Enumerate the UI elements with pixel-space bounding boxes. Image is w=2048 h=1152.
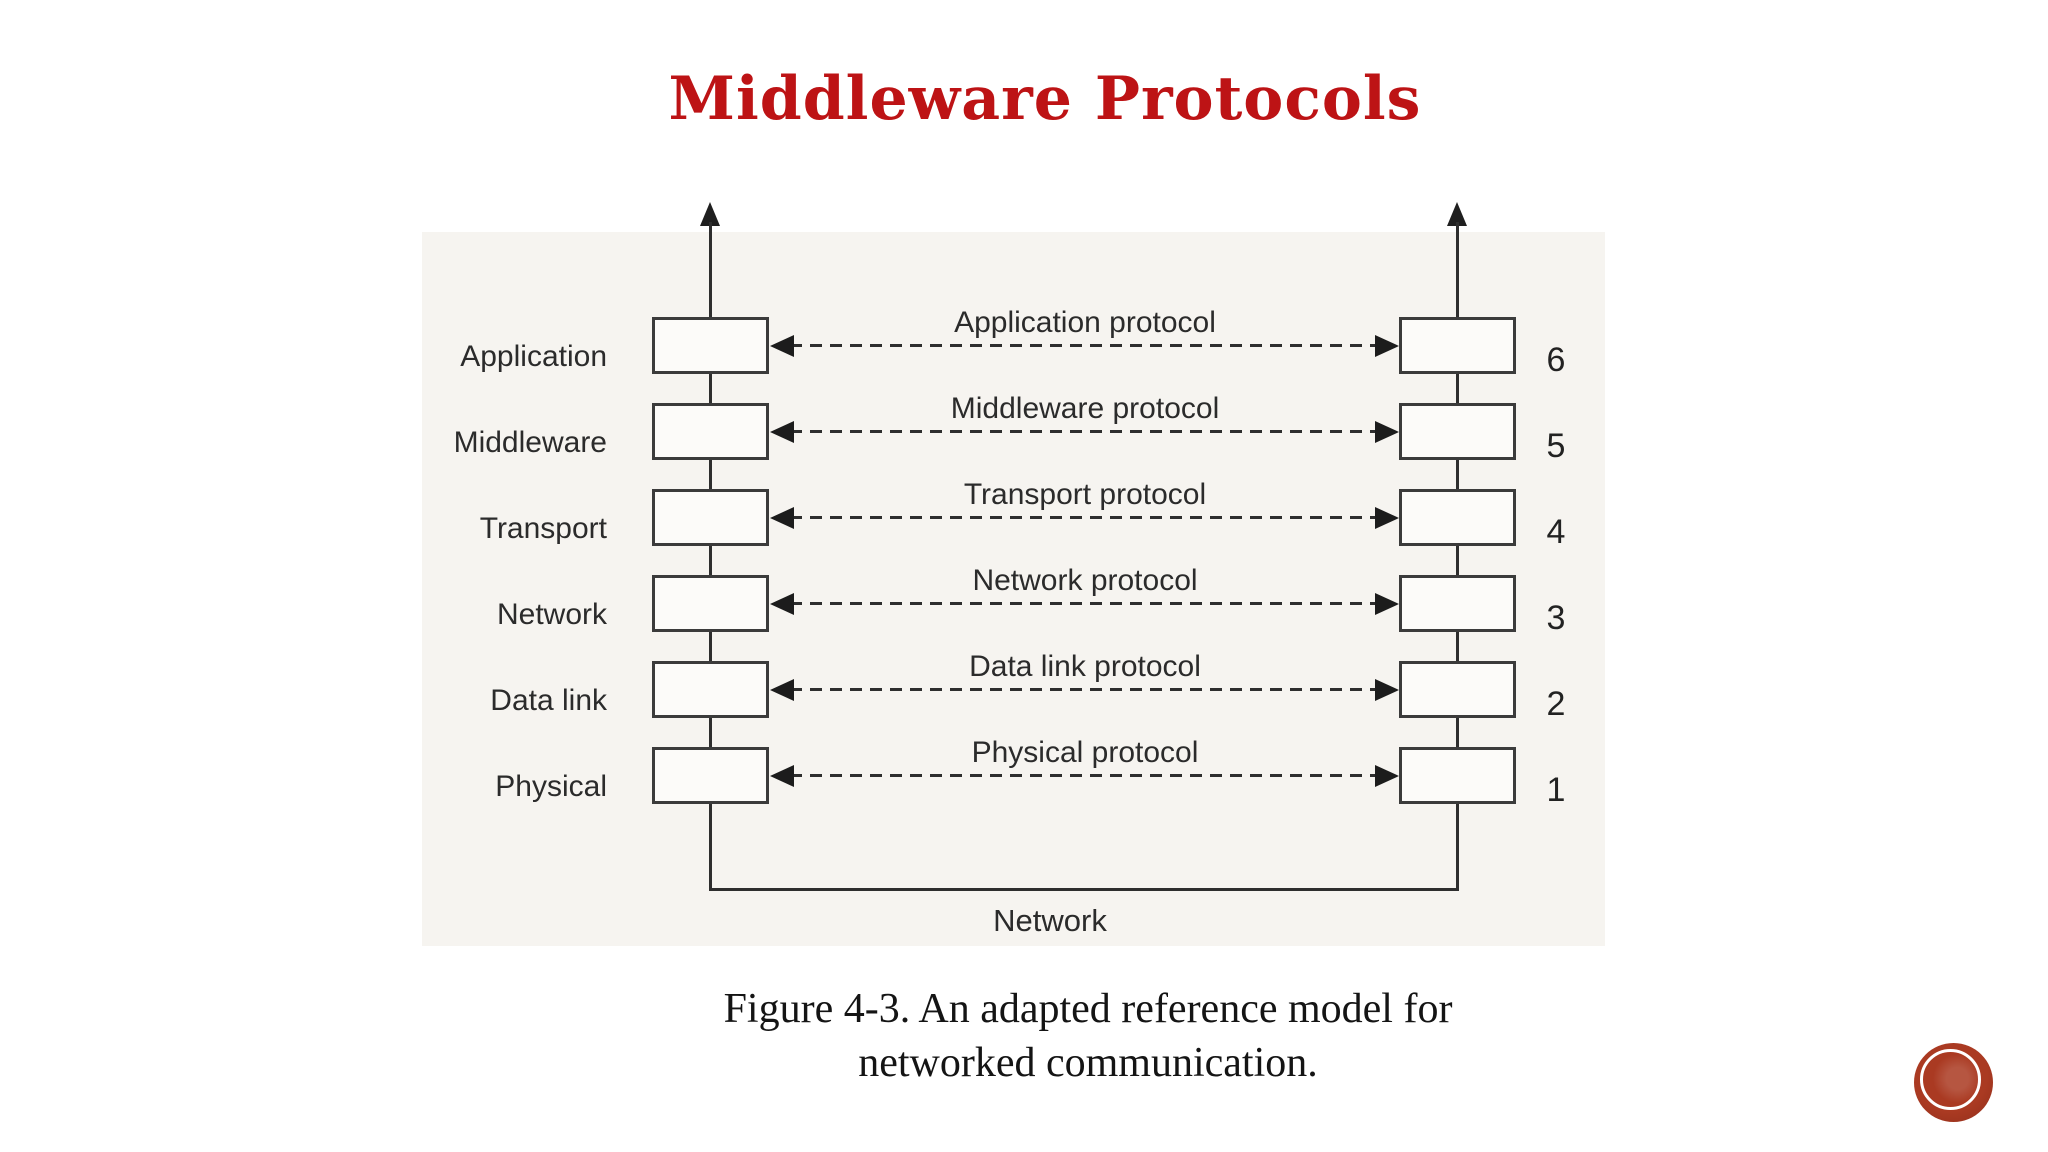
- arrowhead-left-icon: [770, 764, 794, 787]
- layer-number: 1: [1546, 770, 1566, 809]
- logo-ring-icon: [1920, 1049, 1981, 1110]
- network-connector-line: [708, 888, 1459, 891]
- stack-line-left: [708, 222, 712, 890]
- protocol-dashed-arrow: [790, 774, 1378, 777]
- layer-label: Application: [460, 339, 607, 373]
- page-title: Middleware Protocols: [668, 64, 1422, 134]
- up-arrow-icon: [1447, 202, 1467, 226]
- layer-box-left: [652, 489, 769, 546]
- figure-caption-line-1: Figure 4-3. An adapted reference model f…: [723, 986, 1453, 1032]
- arrowhead-right-icon: [1375, 678, 1399, 701]
- layer-box-right: [1399, 747, 1516, 804]
- layer-label: Physical: [495, 769, 607, 803]
- protocol-label: Transport protocol: [963, 477, 1207, 511]
- layer-box-left: [652, 317, 769, 374]
- layer-box-right: [1399, 661, 1516, 718]
- up-arrow-icon: [700, 202, 720, 226]
- layer-label: Data link: [490, 683, 607, 717]
- layer-label: Middleware: [453, 425, 607, 459]
- layer-box-right: [1399, 575, 1516, 632]
- layer-box-left: [652, 575, 769, 632]
- figure-caption: Figure 4-3. An adapted reference model f…: [64, 982, 2048, 1090]
- layer-box-left: [652, 747, 769, 804]
- arrowhead-right-icon: [1375, 764, 1399, 787]
- arrowhead-left-icon: [770, 506, 794, 529]
- layer-box-left: [652, 403, 769, 460]
- layer-box-right: [1399, 317, 1516, 374]
- protocol-dashed-arrow: [790, 688, 1378, 691]
- arrowhead-right-icon: [1375, 334, 1399, 357]
- layer-label: Transport: [479, 511, 607, 545]
- arrowhead-right-icon: [1375, 420, 1399, 443]
- protocol-label: Middleware protocol: [950, 391, 1220, 425]
- protocol-dashed-arrow: [790, 602, 1378, 605]
- arrowhead-right-icon: [1375, 506, 1399, 529]
- arrowhead-left-icon: [770, 420, 794, 443]
- layer-number: 5: [1546, 426, 1566, 465]
- layer-box-right: [1399, 403, 1516, 460]
- protocol-dashed-arrow: [790, 344, 1378, 347]
- layer-label: Network: [496, 597, 607, 631]
- stack-line-right: [1455, 222, 1459, 890]
- layer-box-left: [652, 661, 769, 718]
- protocol-label: Network protocol: [972, 563, 1198, 597]
- layer-number: 3: [1546, 598, 1566, 637]
- arrowhead-left-icon: [770, 592, 794, 615]
- arrowhead-right-icon: [1375, 592, 1399, 615]
- figure-caption-line-2: networked communication.: [858, 1040, 1318, 1086]
- protocol-dashed-arrow: [790, 430, 1378, 433]
- logo-badge: [1914, 1043, 1993, 1122]
- protocol-label: Physical protocol: [971, 735, 1199, 769]
- layer-number: 4: [1546, 512, 1566, 551]
- arrowhead-left-icon: [770, 678, 794, 701]
- protocol-label: Application protocol: [954, 305, 1216, 339]
- layer-box-right: [1399, 489, 1516, 546]
- layer-number: 6: [1546, 340, 1566, 379]
- protocol-label: Data link protocol: [969, 649, 1201, 683]
- arrowhead-left-icon: [770, 334, 794, 357]
- network-label: Network: [993, 903, 1107, 938]
- protocol-dashed-arrow: [790, 516, 1378, 519]
- layer-number: 2: [1546, 684, 1566, 723]
